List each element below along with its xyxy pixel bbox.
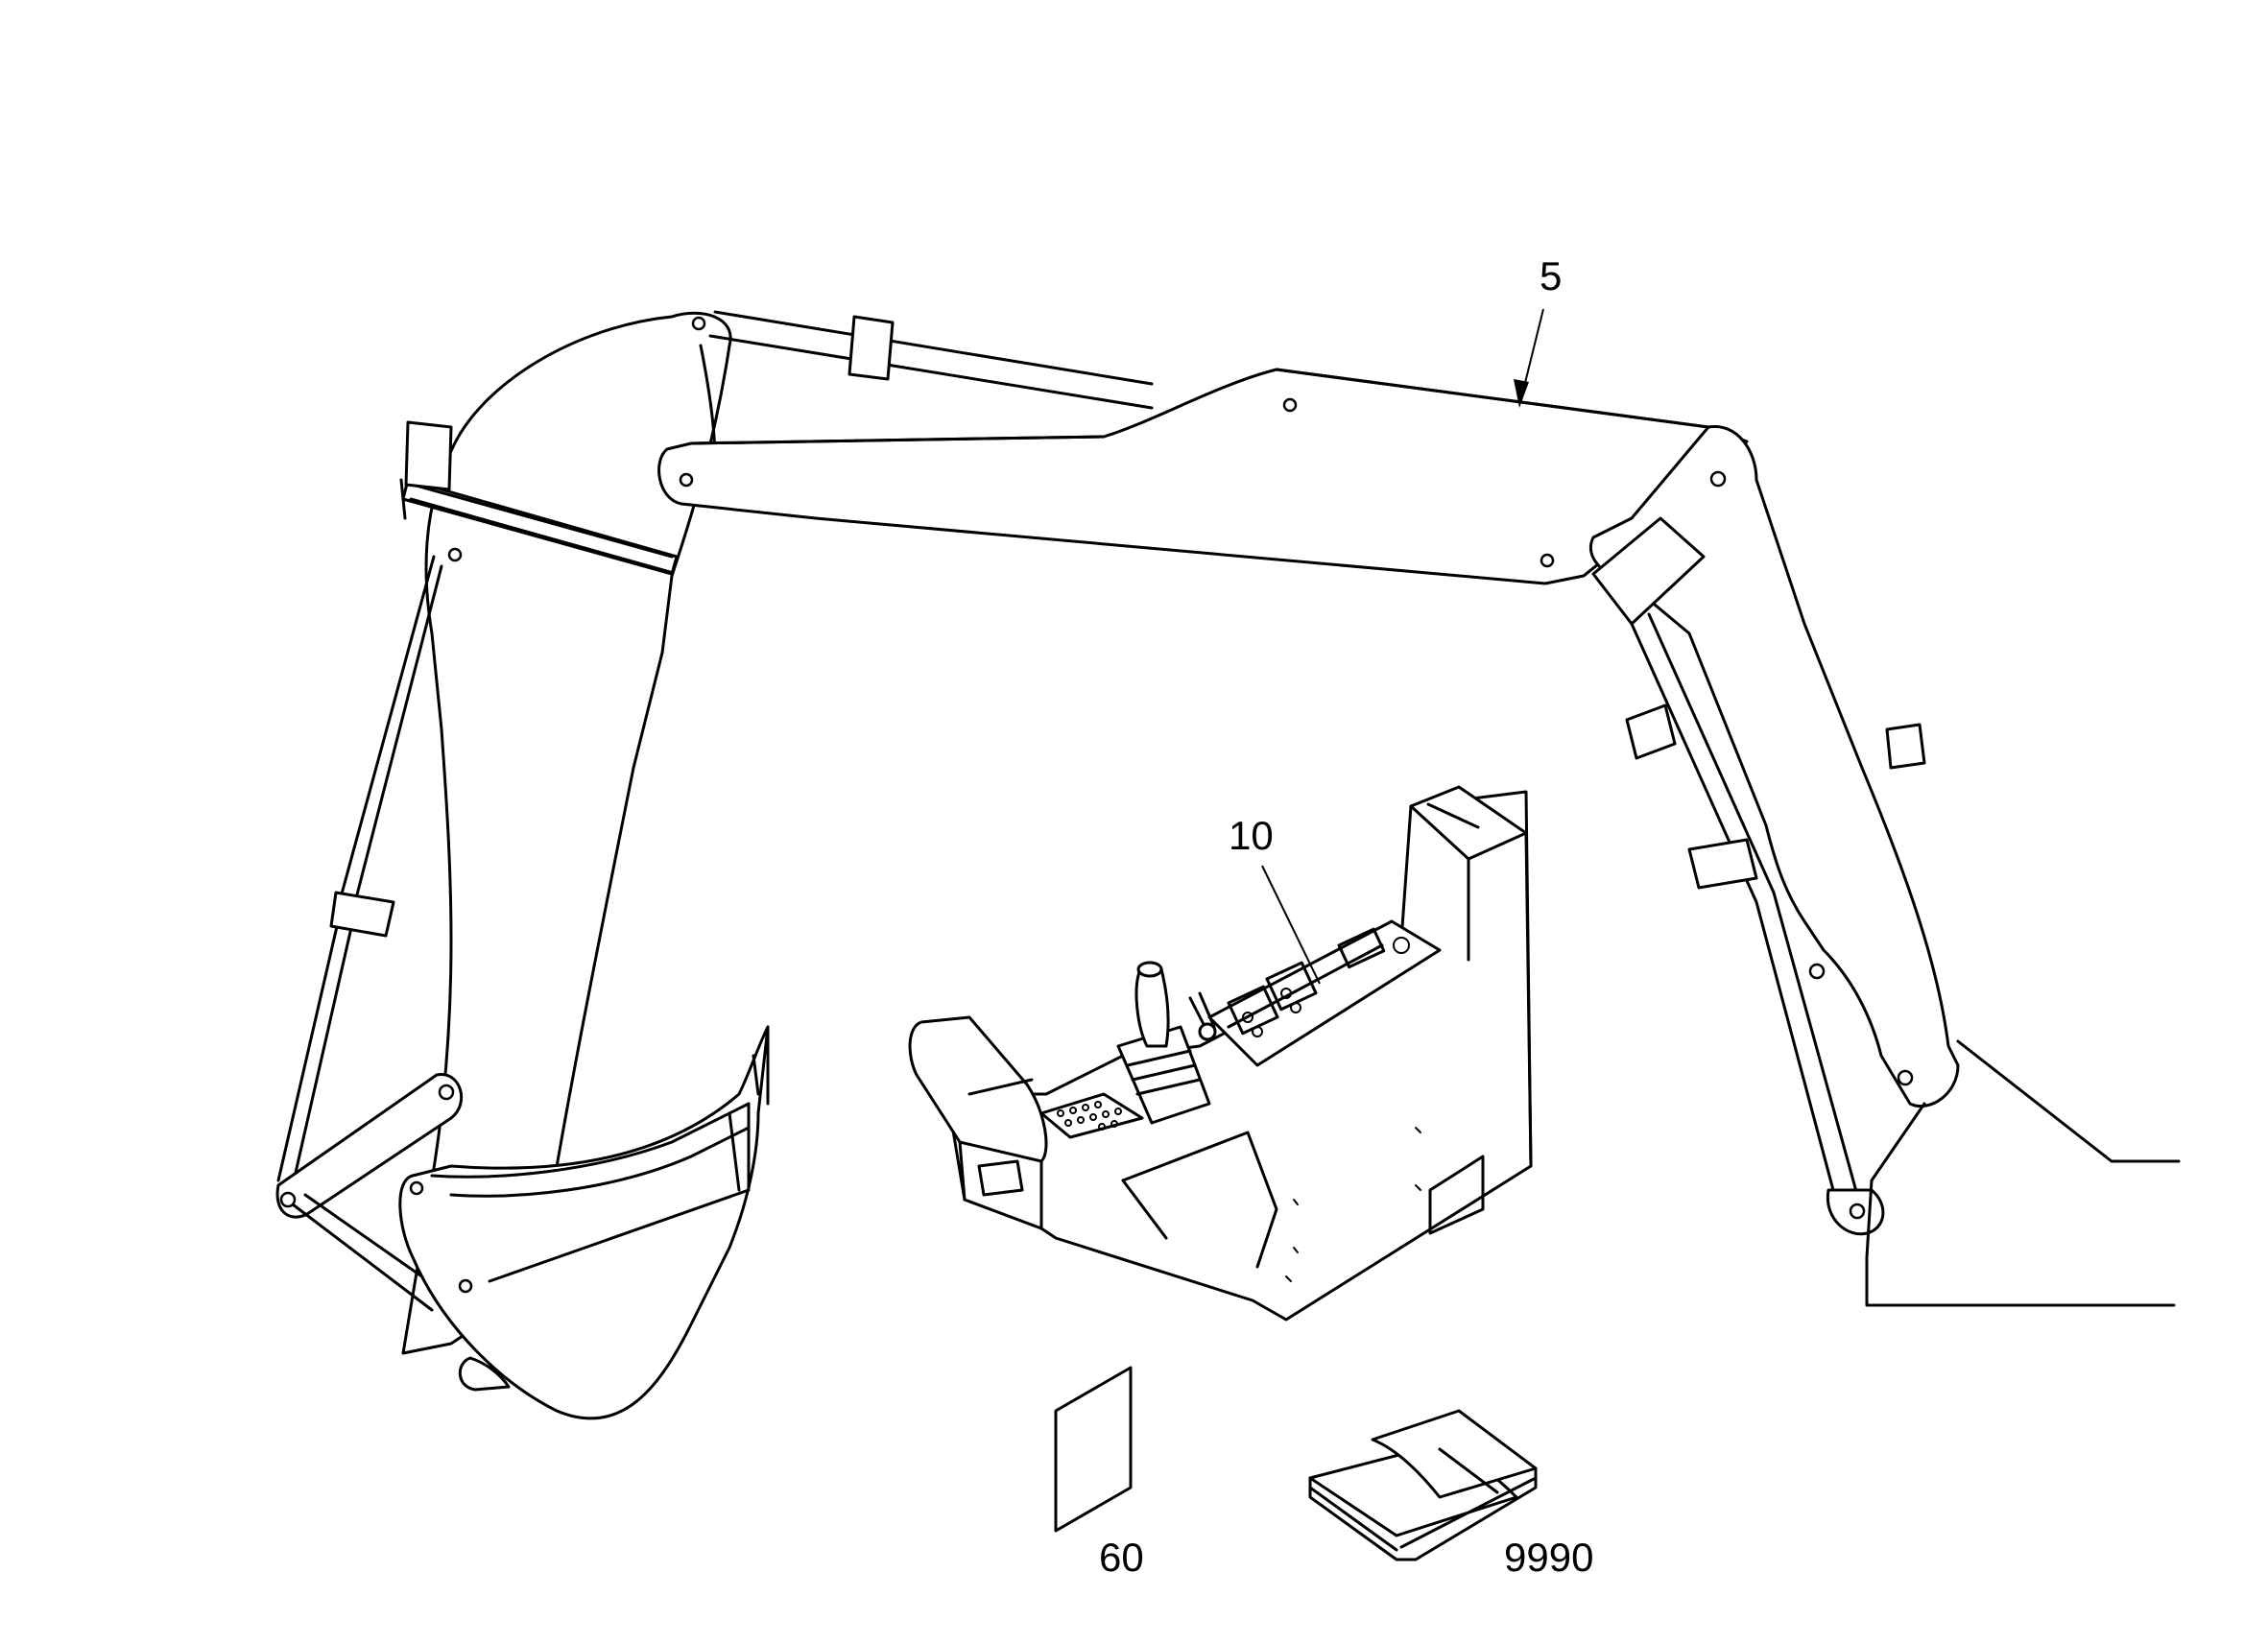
callout-control-console: 10: [1229, 813, 1274, 858]
dipper-arm: [399, 311, 732, 1355]
callout-boom: 5: [1540, 253, 1562, 298]
operator-manual-book: [1308, 1409, 1538, 1561]
leader-lines: [1261, 308, 1544, 985]
bucket: [398, 1025, 770, 1420]
swing-bracket: [1588, 425, 1960, 1108]
bucket-cylinder: [276, 555, 443, 1187]
callout-manual: 9990: [1504, 1535, 1593, 1580]
decal: [1054, 1366, 1133, 1533]
pad-holes: [1057, 1101, 1122, 1131]
boom-cylinder: [1625, 612, 1885, 1236]
control-console: [908, 785, 1533, 1322]
base-frame: [1865, 1039, 2181, 1307]
arm-cylinder: [708, 310, 1154, 410]
callout-decal: 60: [1099, 1535, 1144, 1580]
arrowhead: [1514, 379, 1529, 408]
boom: [657, 368, 1749, 585]
